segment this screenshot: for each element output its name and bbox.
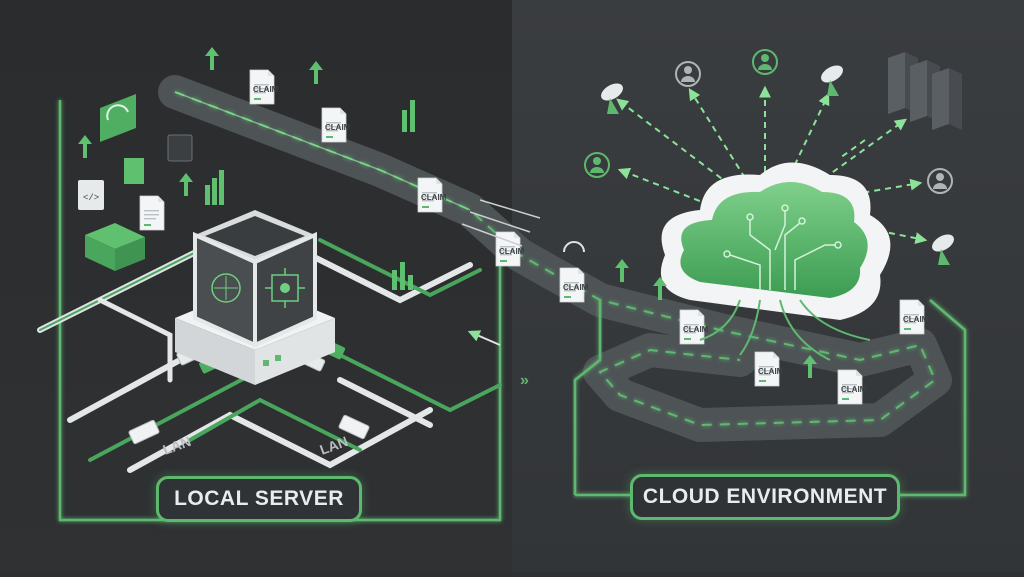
document-icon: CLAIM bbox=[754, 351, 784, 387]
document-icon: CLAIM bbox=[899, 299, 929, 335]
svg-text:CLAIM: CLAIM bbox=[253, 85, 279, 94]
envelope-icon bbox=[85, 223, 145, 271]
claim-documents: CLAIM CLAIM CLAIM CLAIM CLAIM CLAIM CLAI… bbox=[249, 69, 929, 405]
svg-text:CLAIM: CLAIM bbox=[421, 193, 447, 202]
cloud-area bbox=[563, 49, 967, 497]
document-icon: CLAIM bbox=[321, 107, 351, 143]
svg-text:</>: </> bbox=[83, 193, 99, 203]
satellite-dish-icon bbox=[821, 65, 843, 96]
user-icon bbox=[752, 49, 778, 75]
document-icon bbox=[139, 195, 165, 231]
sync-arrows: » bbox=[461, 199, 541, 389]
cloud-frame bbox=[573, 300, 602, 495]
server-rack-icon bbox=[888, 52, 962, 130]
document-icon: CLAIM bbox=[417, 177, 447, 213]
svg-text:CLAIM: CLAIM bbox=[841, 385, 867, 394]
document-icon: CLAIM bbox=[559, 267, 589, 303]
bar-chart-icon bbox=[124, 100, 415, 290]
satellite-dish-icon bbox=[932, 234, 954, 265]
svg-text:CLAIM: CLAIM bbox=[325, 123, 351, 132]
svg-text:CLAIM: CLAIM bbox=[683, 325, 709, 334]
document-icon: CLAIM bbox=[837, 369, 867, 405]
document-icon: CLAIM bbox=[249, 69, 279, 105]
svg-text:CLAIM: CLAIM bbox=[499, 247, 525, 256]
code-icon: </> bbox=[78, 180, 104, 210]
document-icon: CLAIM bbox=[495, 231, 525, 267]
svg-text:CLAIM: CLAIM bbox=[758, 367, 784, 376]
svg-text:CLAIM: CLAIM bbox=[563, 283, 589, 292]
server-icon bbox=[175, 210, 335, 385]
user-icon bbox=[675, 61, 701, 87]
user-icon bbox=[927, 168, 953, 194]
satellite-dish-icon bbox=[601, 83, 623, 114]
cloud-environment-label: CLOUD ENVIRONMENT bbox=[630, 474, 900, 520]
svg-text:CLAIM: CLAIM bbox=[903, 315, 929, 324]
user-icon bbox=[584, 152, 610, 178]
local-server-label: LOCAL SERVER bbox=[156, 476, 362, 522]
gauge-icon bbox=[100, 94, 136, 142]
cloud-icon bbox=[660, 162, 891, 361]
document-icon: CLAIM bbox=[679, 309, 709, 345]
svg-text:»: » bbox=[520, 372, 529, 389]
gauge-icon bbox=[563, 241, 585, 253]
